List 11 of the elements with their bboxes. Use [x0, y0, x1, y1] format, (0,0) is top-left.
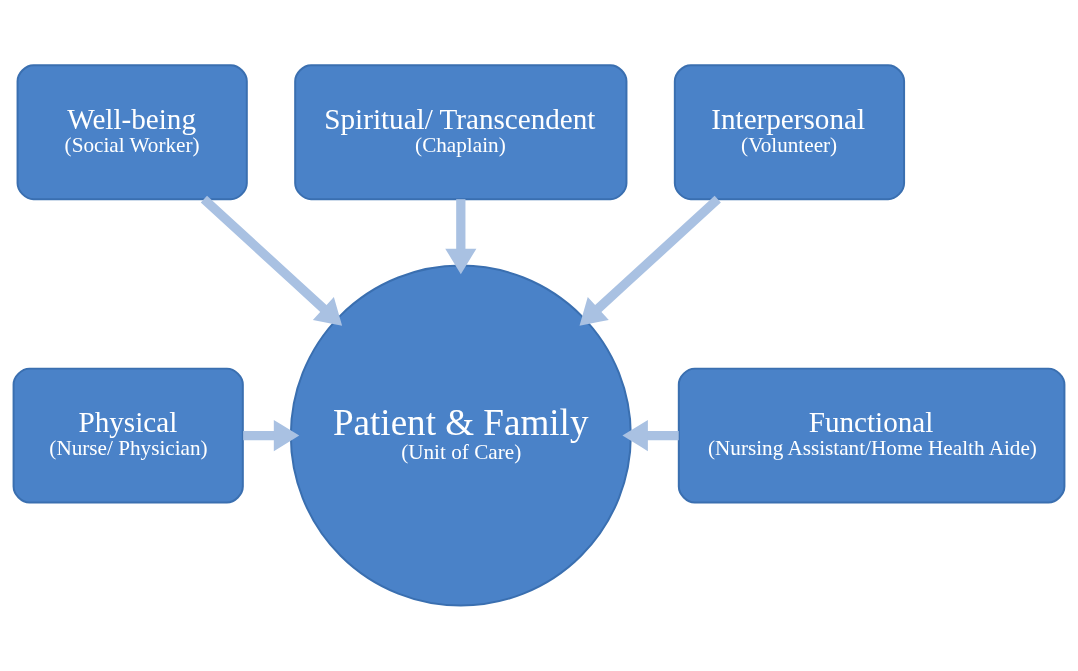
arrow — [445, 199, 477, 275]
arrow — [622, 419, 679, 452]
node-box: Well-being (Social Worker) — [16, 64, 248, 201]
arrow — [243, 419, 300, 452]
arrow — [579, 195, 721, 326]
node-circle: Patient & Family (Unit of Care) — [289, 264, 632, 607]
node-box: Spiritual/ Transcendent (Chaplain) — [294, 64, 628, 201]
node-box: Physical (Nurse/ Physician) — [12, 367, 244, 504]
node-box: Functional (Nursing Assistant/Home Health Aide) — [677, 367, 1066, 504]
arrow — [200, 195, 343, 326]
node-box: Interpersonal (Volunteer) — [673, 64, 906, 201]
